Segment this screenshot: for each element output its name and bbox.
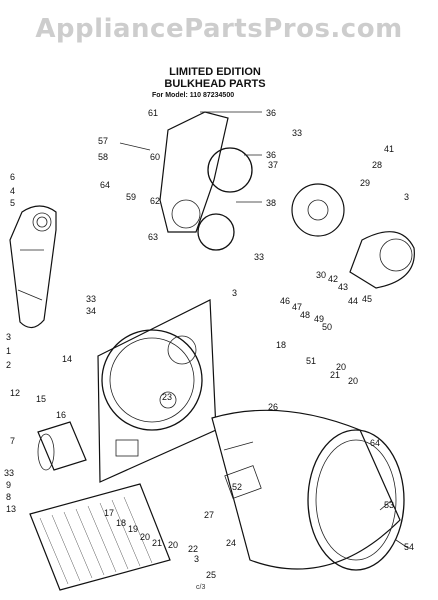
callout-16: 16 [56,410,66,420]
leader-lines [119,111,409,549]
callout-24: 24 [226,538,236,548]
callout-33-top: 33 [292,128,302,138]
callout-38: 38 [266,198,276,208]
model-number: For Model: 110 87234500 [152,92,235,99]
callout-47: 47 [292,302,302,312]
callout-52: 52 [232,482,242,492]
callout-20-right-a: 20 [336,362,346,372]
callout-62: 61 [148,108,158,118]
callout-3-low: 3 [194,554,199,564]
callout-18-low: 18 [116,518,126,528]
diagram-title: LIMITED EDITION BULKHEAD PARTS [150,66,280,90]
callout-33-left: 33 [86,294,96,304]
rear-duct-panel [9,205,57,329]
callout-25: 25 [206,570,216,580]
callout-22: 22 [188,544,198,554]
callout-20-right-b: 20 [348,376,358,386]
callout-60: 62 [150,196,160,206]
callout-29: 29 [360,178,370,188]
watermark: AppliancePartsPros.com [35,14,403,44]
callout-3-right: 3 [404,192,409,202]
callout-42: 42 [328,274,338,284]
title-line-1: LIMITED EDITION [169,66,261,78]
callout-55: 36 [266,108,276,118]
callout-30: 30 [316,270,326,280]
callout-3-mid: 3 [232,288,237,298]
callout-1: 1 [6,346,11,356]
callout-53: 53 [384,500,394,510]
callout-48: 48 [300,310,310,320]
page-marker: c/3 [196,584,206,591]
motor [349,231,415,289]
callout-63: 64 [370,438,380,448]
callout-17: 17 [104,508,114,518]
callout-44: 44 [348,296,358,306]
bulkhead-panel [97,299,217,483]
callout-36: 36 [266,150,276,160]
callout-7: 7 [10,436,15,446]
callout-49: 49 [314,314,324,324]
callout-43: 43 [338,282,348,292]
blower-housing [159,111,253,251]
callout-41: 41 [384,144,394,154]
title-line-2: BULKHEAD PARTS [164,78,266,90]
callout-6: 6 [10,172,15,182]
callout-61: 63 [148,232,158,242]
heater-cylinder [37,421,87,471]
callout-20-low: 20 [140,532,150,542]
callout-5: 5 [10,198,15,208]
callout-21-low: 21 [152,538,162,548]
callout-34: 34 [86,306,96,316]
callout-58: 59 [126,192,136,202]
drum [211,409,405,571]
callout-51: 51 [306,356,316,366]
callout-2: 2 [6,360,11,370]
part-callouts: 61 36 57 58 60 64 59 62 63 36 37 38 33 4… [4,108,414,580]
callout-13: 13 [6,504,16,514]
callout-9: 9 [6,480,11,490]
callout-21-right: 21 [330,370,340,380]
callout-19: 19 [128,524,138,534]
callout-50: 50 [322,322,332,332]
callout-8: 8 [6,492,11,502]
callout-20-low-b: 20 [168,540,178,550]
heater-grill [29,483,171,591]
callout-45: 45 [362,294,372,304]
blower-wheel [291,183,345,237]
callout-28: 28 [372,160,382,170]
callout-12: 12 [10,388,20,398]
callout-15: 15 [36,394,46,404]
callout-18: 18 [276,340,286,350]
callout-37: 37 [268,160,278,170]
callout-26: 26 [268,402,278,412]
callout-4: 4 [10,186,15,196]
callout-3-left: 3 [6,332,11,342]
callout-64: 64 [100,180,110,190]
callout-33-mid: 33 [254,252,264,262]
callout-54: 54 [404,542,414,552]
callout-46: 46 [280,296,290,306]
callout-59: 60 [150,152,160,162]
callout-23: 23 [162,392,172,402]
callout-57: 58 [98,152,108,162]
callout-33-low: 33 [4,468,14,478]
callout-27: 27 [204,510,214,520]
callout-56: 57 [98,136,108,146]
callout-14: 14 [62,354,72,364]
